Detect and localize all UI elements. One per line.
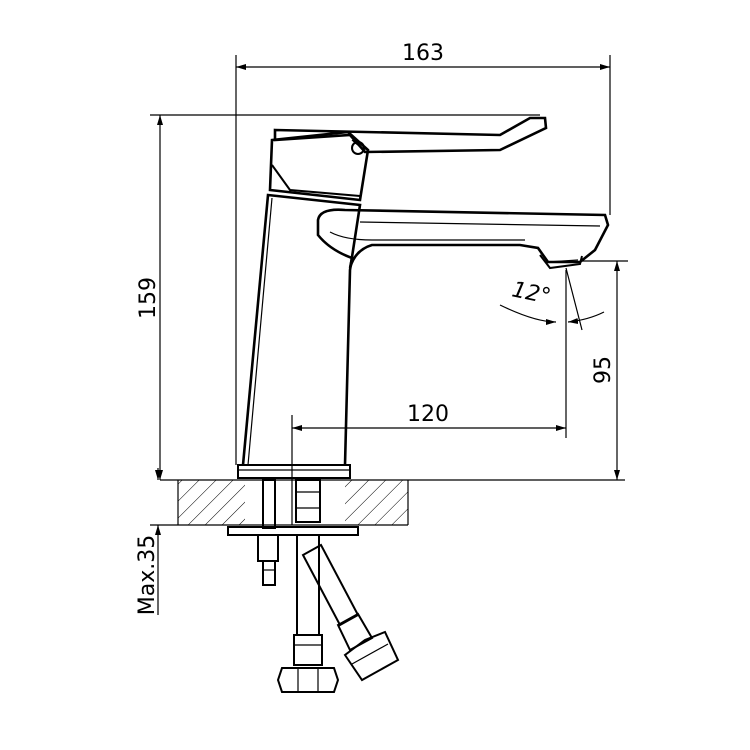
dimension-reach-label: 120 [407, 402, 449, 427]
mounting-hardware [227, 479, 359, 586]
dimension-deck-thickness-label: Max.35 [135, 535, 160, 615]
dimension-angle: 12° [499, 267, 605, 331]
spout [316, 208, 610, 270]
dimension-width-label: 163 [402, 41, 444, 66]
dimension-reach: 120 [291, 270, 567, 525]
handle-lever [268, 116, 548, 202]
dimension-deck-thickness: Max.35 [135, 468, 178, 615]
dimension-angle-label: 12° [510, 277, 553, 310]
faucet-body [237, 193, 362, 479]
dimension-spout-height-label: 95 [591, 356, 616, 384]
dimension-height-label: 159 [136, 277, 161, 319]
dimension-spout-height: 95 [580, 260, 628, 480]
dimension-width: 163 [235, 41, 611, 465]
supply-hoses [276, 479, 400, 693]
dimension-height: 159 [136, 114, 540, 480]
deck-section [160, 478, 625, 527]
